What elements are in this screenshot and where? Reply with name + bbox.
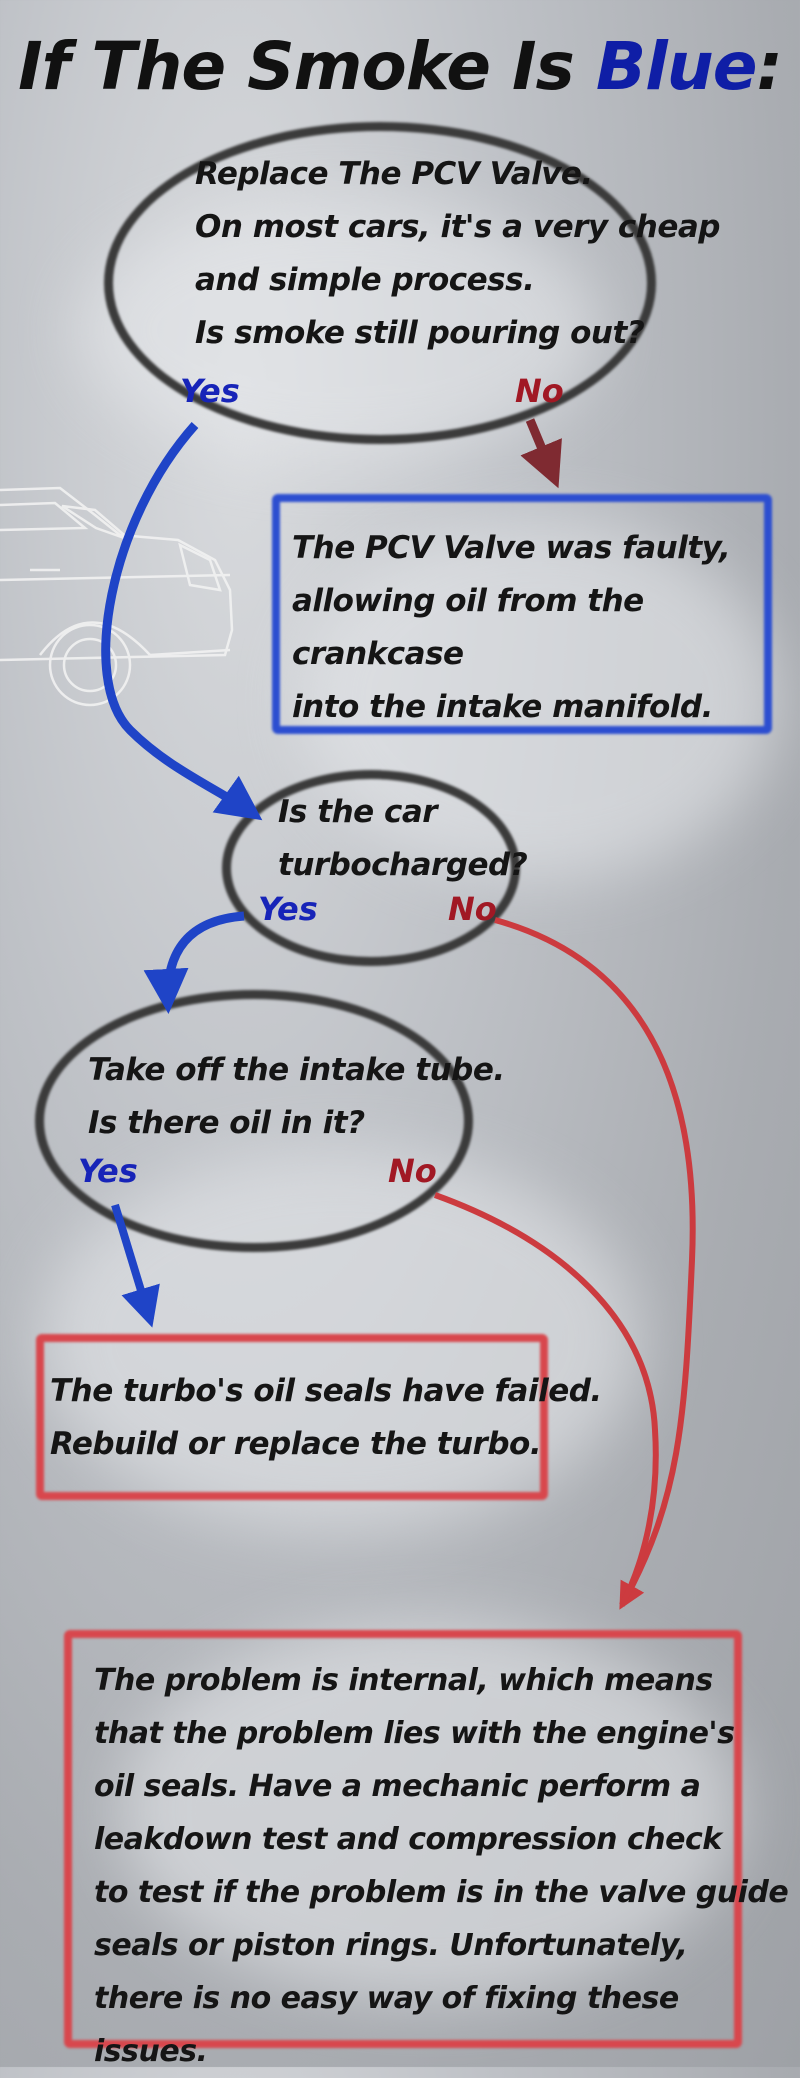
- turbo-yes-label: Yes: [258, 890, 318, 928]
- turbo-question-ellipse: [222, 770, 520, 966]
- pcv-faulty-box: [272, 494, 772, 734]
- internal-problem-box: [64, 1630, 742, 2048]
- turbo-no-label: No: [448, 890, 497, 928]
- intake-question-ellipse: [35, 990, 473, 1252]
- yes-arrow-turbo: [143, 911, 245, 1014]
- title-highlight: Blue: [595, 28, 758, 105]
- no-arrow-pcv: [520, 418, 562, 489]
- yes-arrow-pcv: [101, 422, 263, 821]
- pcv-faulty-text: The PCV Valve was faulty, allowing oil f…: [292, 530, 731, 725]
- turbo-seals-box: [36, 1334, 548, 1500]
- intake-question-text: Take off the intake tube. Is there oil i…: [88, 1052, 505, 1141]
- no-arrow-turbo: [494, 917, 696, 1610]
- turbo-seals-text: The turbo's oil seals have failed. Rebui…: [50, 1373, 602, 1462]
- smoke-cloud: [120, 1620, 740, 2000]
- pcv-no-label: No: [515, 372, 564, 410]
- pcv-question-ellipse: [104, 122, 656, 444]
- pcv-question-text: Replace The PCV Valve. On most cars, it'…: [195, 156, 720, 351]
- page-title: If The Smoke Is Blue:: [18, 28, 783, 105]
- intake-no-label: No: [388, 1152, 437, 1190]
- yes-arrow-intake: [111, 1203, 160, 1328]
- no-arrow-intake: [433, 1192, 659, 1607]
- intake-yes-label: Yes: [78, 1152, 138, 1190]
- turbo-question-text: Is the car turbocharged?: [278, 794, 528, 883]
- pcv-yes-label: Yes: [180, 372, 240, 410]
- internal-problem-text: The problem is internal, which means tha…: [94, 1663, 789, 2069]
